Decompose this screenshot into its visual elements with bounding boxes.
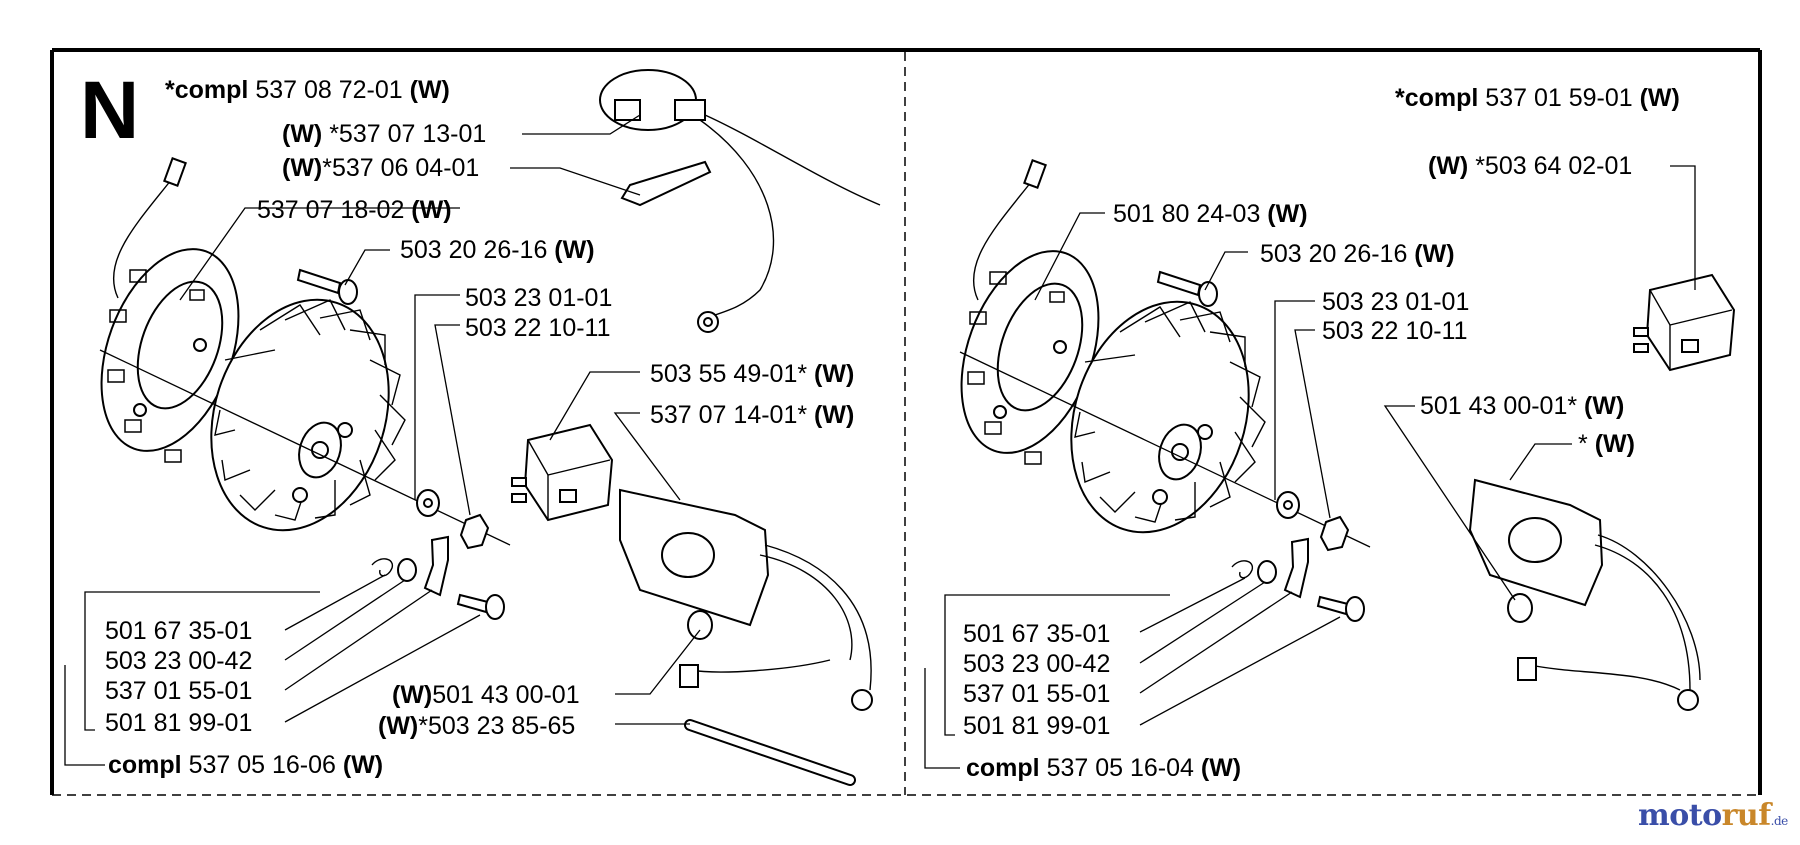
left-compl-bottom-label: compl 537 05 16-06 (W) [108,751,384,779]
stator-coil-left [100,157,240,463]
part-label-r7: * (W) [1578,430,1635,458]
part-label-l2: (W)*537 06 04-01 [282,154,480,182]
right-compl-top-label: *compl 537 01 59-01 (W) [1395,84,1680,112]
axis-line-right [959,351,1371,548]
part-label-r1: (W) *503 64 02-01 [1428,152,1633,180]
part-label-l1: (W) *537 07 13-01 [282,120,487,148]
part-label-r5: 503 22 10-11 [1322,317,1468,345]
module-plate-right [1468,478,1701,711]
part-label-l8: 537 07 14-01* (W) [650,401,855,429]
ignition-module-left [599,69,881,333]
part-label-r8: 501 67 35-01 [963,620,1111,648]
small-parts-right [1231,537,1365,622]
leaders-left [64,114,701,766]
section-letter: N [80,65,140,156]
flywheel-left [210,298,406,532]
part-label-r9: 503 23 00-42 [963,650,1111,678]
part-label-r6: 501 43 00-01* (W) [1420,392,1625,420]
part-label-l9: 501 67 35-01 [105,617,253,645]
left-compl-top-label: *compl 537 08 72-01 (W) [165,76,450,104]
part-label-l4: 503 20 26-16 (W) [400,236,595,264]
stator-coil-right [960,159,1100,465]
watermark-logo[interactable]: motoruf.de [1638,798,1788,833]
part-label-l12: 501 81 99-01 [105,709,253,737]
axis-line-left [99,349,511,546]
screw-left-top [296,268,358,305]
part-label-l10: 503 23 00-42 [105,647,253,675]
part-label-l6: 503 22 10-11 [465,314,611,342]
switch-right [1633,273,1736,372]
part-label-l7: 503 55 49-01* (W) [650,360,855,388]
part-label-r2: 501 80 24-03 (W) [1113,200,1308,228]
part-label-r4: 503 23 01-01 [1322,288,1470,316]
leaders-right [924,165,1696,769]
switch-left [511,423,614,522]
washer-nut-right [1276,491,1350,552]
part-label-l3: 537 07 18-02 (W) [257,196,452,224]
part-label-r10: 537 01 55-01 [963,680,1111,708]
flywheel-right [1070,300,1266,534]
part-label-l5: 503 23 01-01 [465,284,613,312]
right-compl-bottom-label: compl 537 05 16-04 (W) [966,754,1242,782]
part-label-l13: (W)501 43 00-01 [392,681,580,709]
part-label-l14: (W)*503 23 85-65 [378,712,576,740]
washer-nut-left [416,489,490,550]
small-parts-left [371,535,505,620]
part-label-l11: 537 01 55-01 [105,677,253,705]
module-plate-left [619,488,873,711]
screw-right-top [1156,270,1218,307]
part-label-r11: 501 81 99-01 [963,712,1111,740]
part-label-r3: 503 20 26-16 (W) [1260,240,1455,268]
